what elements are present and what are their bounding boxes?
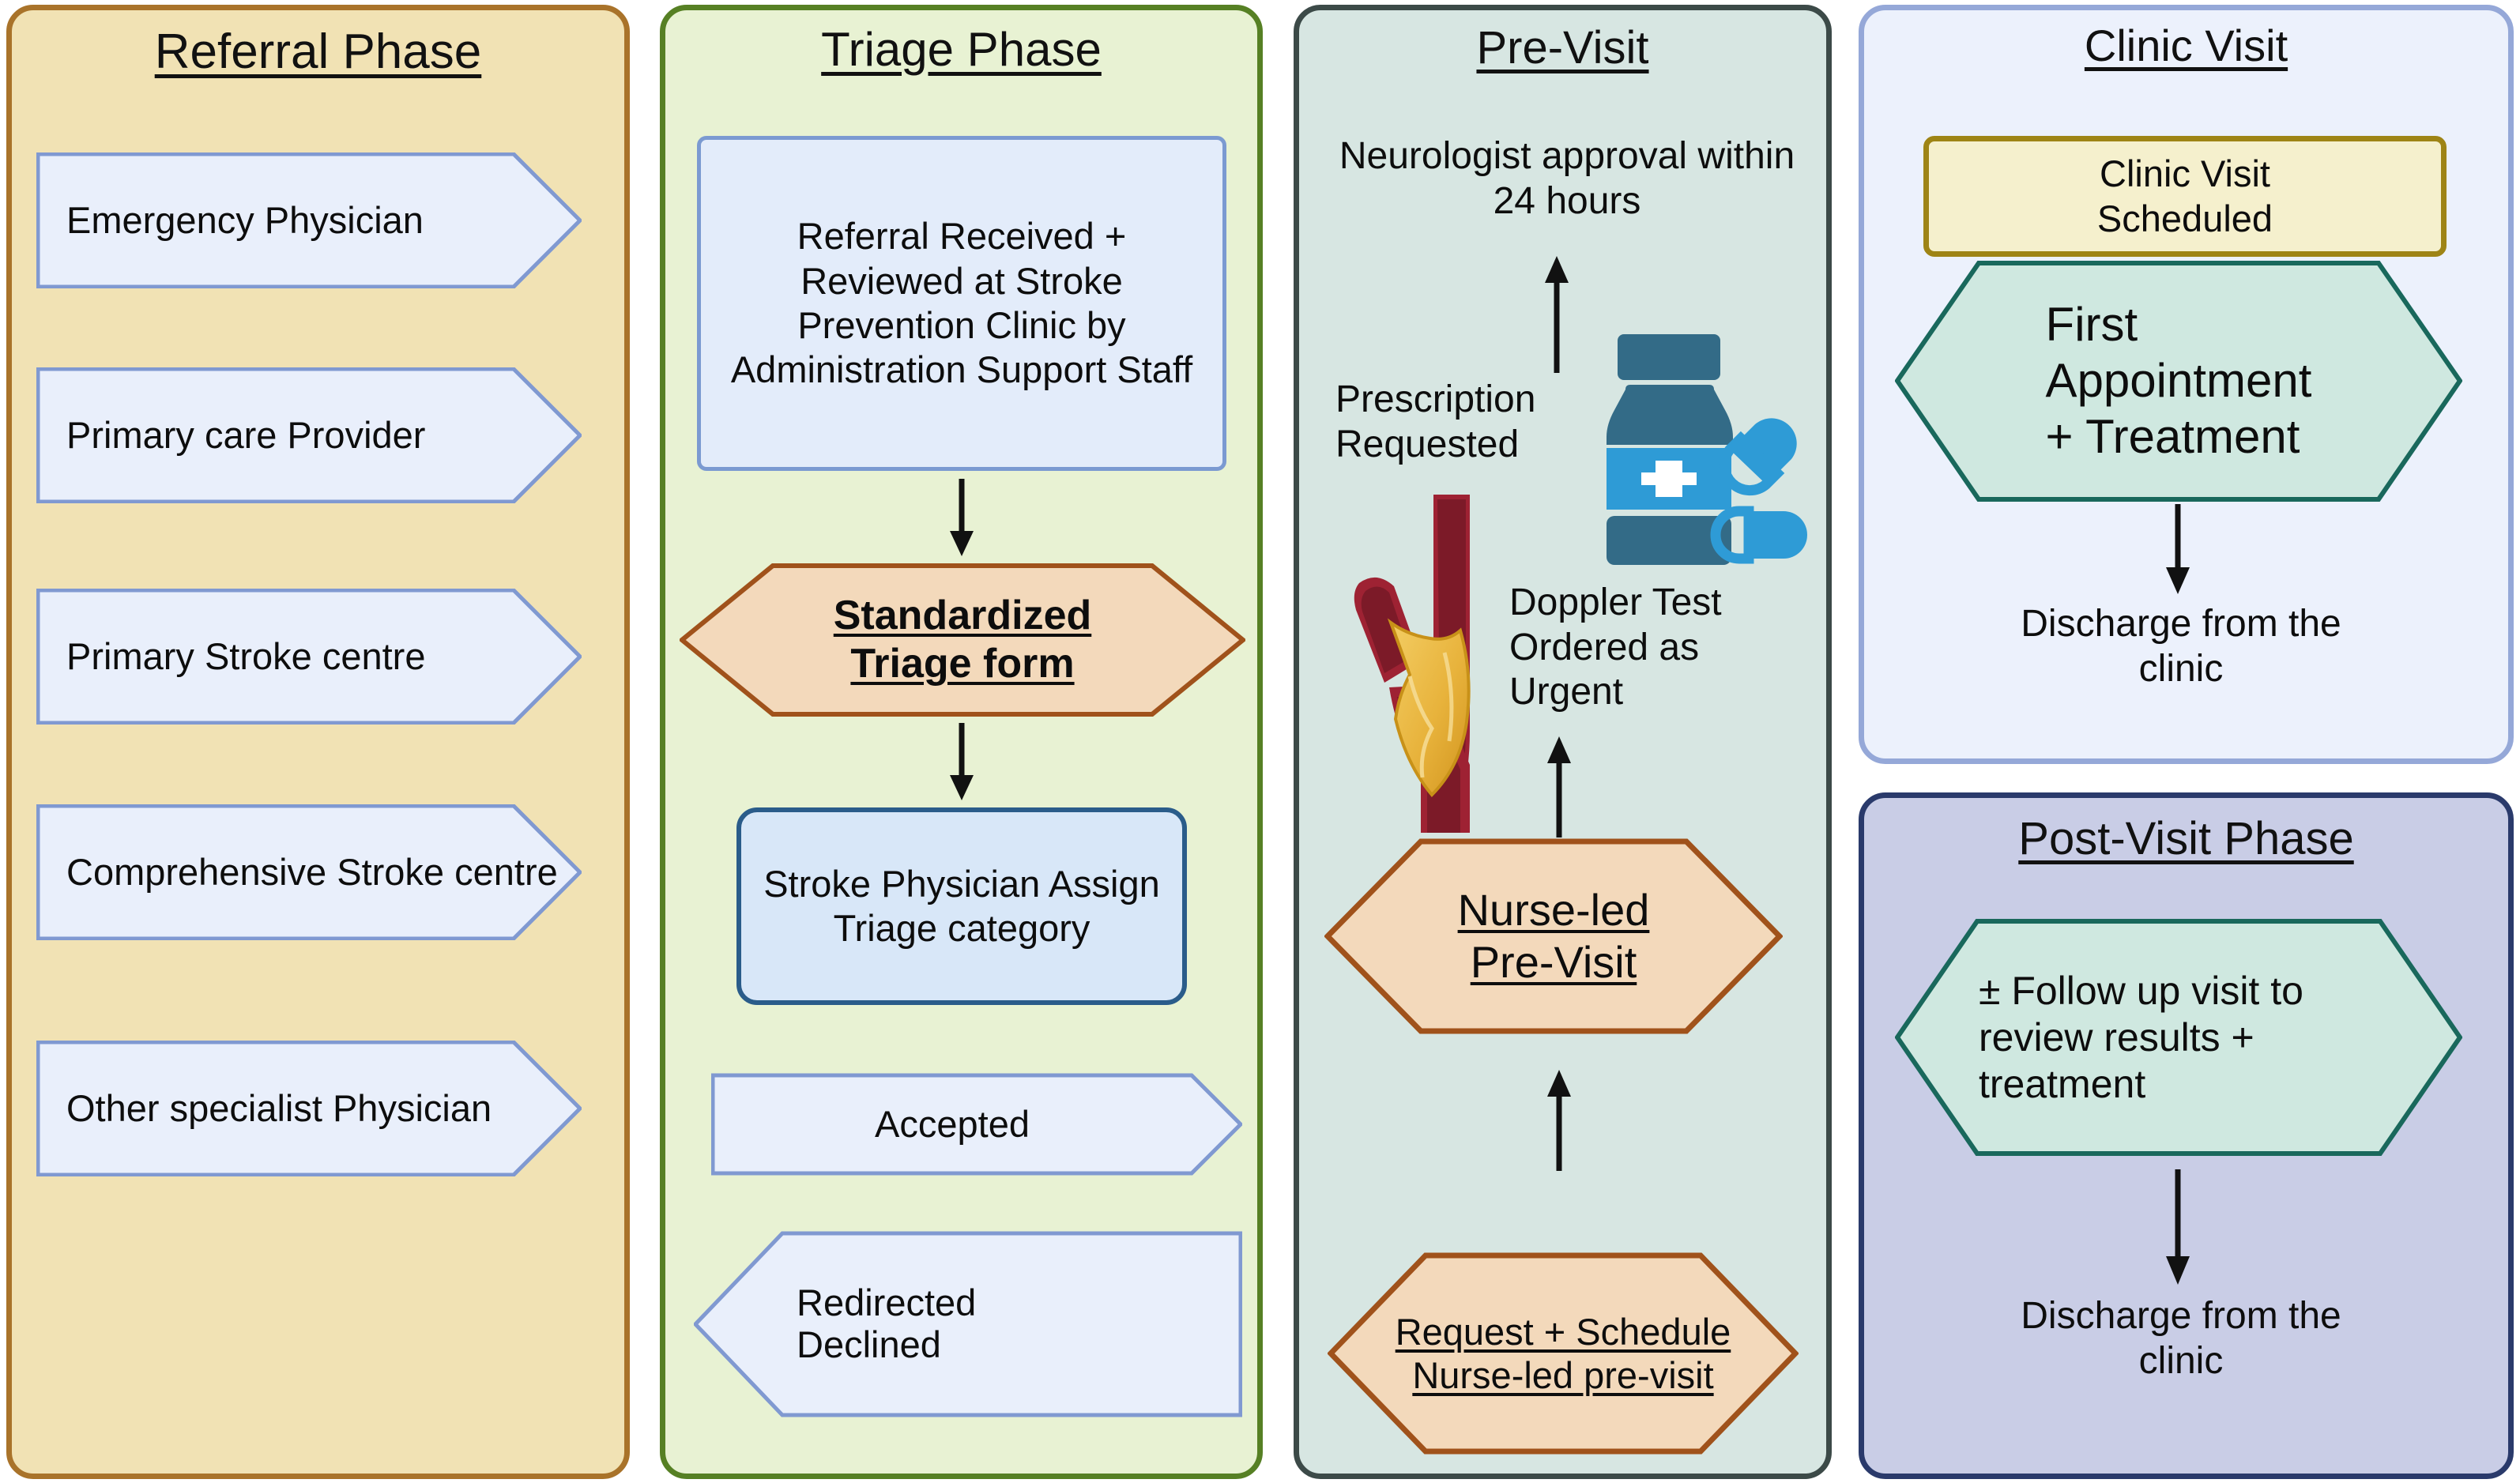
referral-chevron-label: Other specialist Physician [66, 1086, 492, 1129]
arrow-up-prescription-to-approval [1539, 254, 1575, 373]
postvisit-hexagon-follow-up[interactable]: ± Follow up visit to review results + tr… [1895, 919, 2462, 1156]
postvisit-note-discharge: Discharge from the clinic [2021, 1295, 2341, 1382]
phase-title-previsit: Pre-Visit [1476, 22, 1649, 73]
triage-box-assign-category-label: Stroke Physician Assign Triage category [763, 862, 1160, 949]
referral-chevron-comprehensive-stroke-centre[interactable]: Comprehensive Stroke centre [36, 804, 582, 940]
arrow-down-followup-to-discharge [2160, 1169, 2196, 1286]
referral-chevron-label: Emergency Physician [66, 198, 424, 241]
previsit-note-neurologist-approval: Neurologist approval within 24 hours [1339, 135, 1795, 222]
arrow-down-form-to-assign [944, 723, 980, 802]
previsit-note-doppler-test: Doppler Test Ordered as Urgent [1509, 582, 1722, 713]
triage-chevron-accepted[interactable]: Accepted [711, 1073, 1242, 1176]
triage-hexagon-standardized-form-label: Standardized Triage form [833, 592, 1092, 687]
triage-box-referral-received-label: Referral Received + Reviewed at Stroke P… [730, 215, 1193, 391]
previsit-note-prescription-requested: Prescription Requested [1335, 378, 1536, 465]
referral-chevron-other-specialist-physician[interactable]: Other specialist Physician [36, 1041, 582, 1176]
postvisit-hexagon-follow-up-label: ± Follow up visit to review results + tr… [1979, 968, 2303, 1106]
capsule-pill-icon [1710, 418, 1807, 564]
triage-chevron-redirected-declined-label: Redirected Declined [797, 1282, 977, 1365]
referral-chevron-primary-stroke-centre[interactable]: Primary Stroke centre [36, 589, 582, 725]
phase-title-post-visit: Post-Visit Phase [2018, 813, 2354, 864]
phase-title-referral: Referral Phase [154, 24, 482, 79]
triage-chevron-redirected-declined[interactable]: Redirected Declined [694, 1231, 1242, 1417]
previsit-hexagon-nurse-led-previsit[interactable]: Nurse-led Pre-Visit [1324, 837, 1783, 1035]
clinic-box-visit-scheduled[interactable]: Clinic Visit Scheduled [1923, 136, 2447, 257]
previsit-hexagon-request-schedule[interactable]: Request + Schedule Nurse-led pre-visit [1328, 1252, 1799, 1455]
triage-box-assign-category[interactable]: Stroke Physician Assign Triage category [736, 807, 1187, 1005]
referral-chevron-primary-care-provider[interactable]: Primary care Provider [36, 367, 582, 503]
referral-chevron-label: Comprehensive Stroke centre [66, 850, 558, 893]
clinic-hexagon-first-appointment[interactable]: First Appointment + Treatment [1895, 261, 2462, 502]
clinic-box-visit-scheduled-label: Clinic Visit Scheduled [2096, 152, 2273, 239]
clinic-hexagon-first-appointment-label: First Appointment + Treatment [2045, 298, 2312, 463]
triage-box-referral-received[interactable]: Referral Received + Reviewed at Stroke P… [697, 136, 1226, 471]
triage-hexagon-standardized-form[interactable]: Standardized Triage form [680, 563, 1245, 717]
pill-bottle-icon [1569, 328, 1814, 569]
arrow-up-nurse-visit-to-doppler [1541, 735, 1577, 837]
referral-chevron-label: Primary care Provider [66, 413, 426, 456]
triage-chevron-accepted-label: Accepted [875, 1102, 1030, 1145]
arrow-down-appointment-to-discharge [2160, 504, 2196, 596]
phase-title-clinic-visit: Clinic Visit [2084, 21, 2288, 70]
phase-panel-previsit: Pre-Visit [1294, 5, 1832, 1479]
arrow-up-request-to-nurse-visit [1541, 1068, 1577, 1171]
carotid-artery-plaque-icon [1334, 490, 1539, 837]
referral-chevron-emergency-physician[interactable]: Emergency Physician [36, 152, 582, 288]
previsit-hexagon-nurse-led-previsit-label: Nurse-led Pre-Visit [1457, 884, 1650, 987]
referral-chevron-label: Primary Stroke centre [66, 634, 426, 677]
arrow-down-received-to-form [944, 479, 980, 558]
phase-title-triage: Triage Phase [821, 23, 1102, 76]
clinic-note-discharge: Discharge from the clinic [2021, 603, 2341, 690]
previsit-hexagon-request-schedule-label: Request + Schedule Nurse-led pre-visit [1395, 1310, 1731, 1396]
